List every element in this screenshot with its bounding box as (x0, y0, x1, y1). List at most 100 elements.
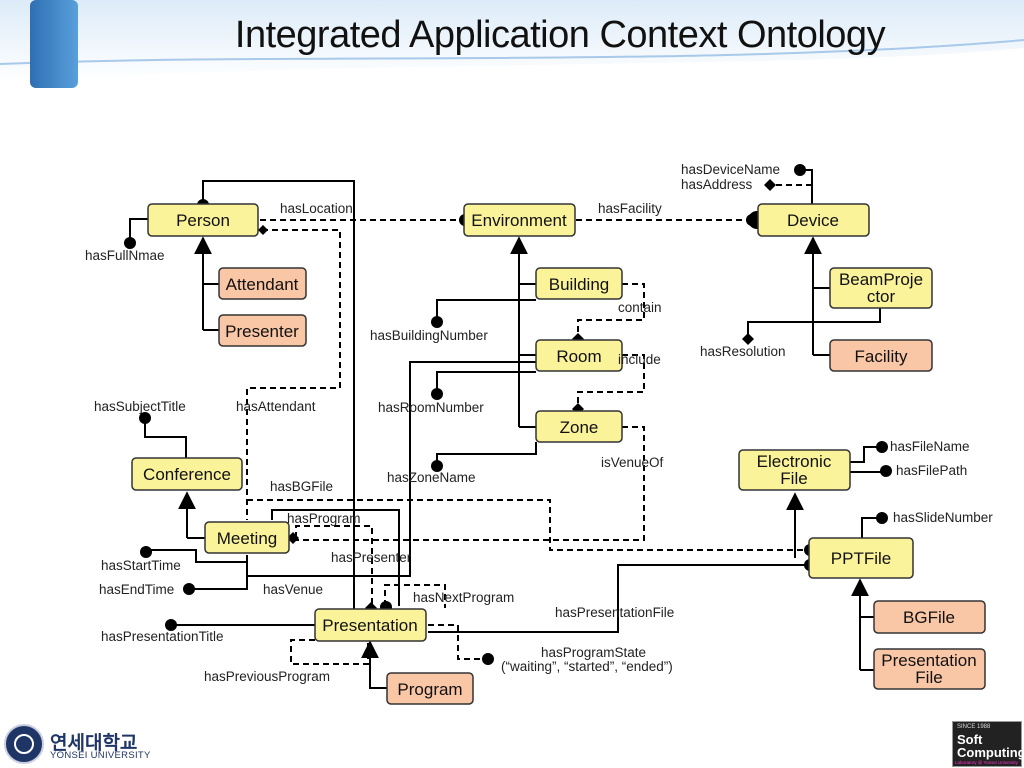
node-electronicfile (738, 449, 851, 491)
diamond-hasaddress (764, 179, 776, 191)
node-meeting (204, 521, 290, 554)
edge-include (577, 354, 645, 410)
node-program (386, 672, 474, 705)
rel-contain: contain (618, 300, 662, 315)
edge-haszonename (436, 442, 537, 464)
soft-computing-lab-logo: SINCE 1988 Soft Computing Laboratory @ Y… (952, 721, 1024, 767)
rel-hasstarttime: hasStartTime (101, 558, 181, 573)
rel-hasfullnmae: hasFullNmae (85, 248, 165, 263)
node-bgfile (873, 600, 986, 634)
edge-hasbuildingnumber (436, 299, 536, 320)
rel-hasprogram: hasProgram (287, 511, 361, 526)
edge-hasroomnumber (436, 371, 536, 392)
lab-line1: Soft (957, 732, 983, 747)
rel-hasdevicename: hasDeviceName (681, 162, 780, 177)
dot-haszonename (431, 460, 443, 472)
node-facility-label: Facility (855, 347, 908, 366)
edge-haspresenter (271, 509, 400, 606)
rel-isvenueof: isVenueOf (601, 455, 664, 470)
node-presentation-label: Presentation (322, 616, 417, 635)
node-environment-label: Environment (471, 211, 567, 230)
node-presenter-label: Presenter (225, 322, 299, 341)
node-attendant-label: Attendant (226, 275, 299, 294)
node-labels: Person Attendant Presenter Environment B… (143, 211, 977, 699)
dot-hasslidenumber (876, 512, 888, 524)
dot-hasfilepath (880, 465, 892, 477)
edge-person-presentation (202, 180, 355, 610)
edge-hasnextprogram (384, 584, 446, 608)
edge-hasprogram (295, 525, 373, 608)
dot-hasstarttime (140, 546, 152, 558)
node-person (147, 203, 259, 237)
rel-haspresenter: hasPresenter (331, 550, 412, 565)
node-person-label: Person (176, 211, 230, 230)
dot-hasprogramstate (482, 653, 494, 665)
node-presentationfile (873, 648, 986, 690)
rel-include: include (618, 352, 661, 367)
node-room (535, 339, 623, 372)
node-attendant (218, 267, 307, 300)
node-presenter (218, 314, 307, 347)
node-environment (463, 203, 576, 237)
edge-haspreviousprogram (290, 639, 369, 665)
edges (129, 169, 886, 689)
rel-haslocation: hasLocation (280, 201, 353, 216)
rel-haspresentationtitle: hasPresentationTitle (101, 629, 224, 644)
diamond-hasresolution (742, 333, 754, 345)
edge-hasendtime (190, 562, 248, 590)
lab-since: SINCE 1988 (957, 724, 991, 730)
rel-hasfilepath: hasFilePath (896, 463, 967, 478)
rel-hasbgfile: hasBGFile (270, 479, 333, 494)
node-building-label: Building (549, 275, 610, 294)
relation-labels: hasLocation hasFacility hasDeviceName ha… (85, 162, 993, 684)
rel-hasnextprogram: hasNextProgram (413, 590, 514, 605)
page-title: Integrated Application Context Ontology (234, 14, 886, 56)
rel-haspreviousprogram: hasPreviousProgram (204, 669, 330, 684)
edge-haspresentationfile (428, 564, 808, 633)
edge-hassubjecttitle (144, 420, 187, 458)
node-zone-label: Zone (560, 418, 599, 437)
rel-hasbuildingnumber: hasBuildingNumber (370, 328, 488, 343)
lab-line2: Computing (957, 745, 1024, 760)
dot-hasbuildingnumber (431, 316, 443, 328)
node-pptfile (808, 537, 914, 579)
edge-program-presentation (361, 640, 387, 689)
edge-meeting-conference (187, 493, 205, 539)
dot-haspresentationtitle (165, 619, 177, 631)
rel-hassubjecttitle: hasSubjectTitle (94, 399, 186, 414)
dot-hasfilename (876, 441, 888, 453)
university-name-kr: 연세대학교 (50, 732, 138, 754)
node-facility (829, 339, 933, 372)
dot-hasendtime (183, 583, 195, 595)
edge-hasresolution (747, 307, 881, 338)
nodes (131, 203, 986, 705)
edge-hasvenue (247, 361, 536, 577)
node-meeting-label: Meeting (217, 529, 277, 548)
rel-haspresentationfile: hasPresentationFile (555, 605, 674, 620)
rel-haszonename: hasZoneName (387, 470, 476, 485)
edge-hasattendant (246, 229, 341, 520)
node-room-label: Room (556, 347, 601, 366)
edge-contain (577, 283, 645, 340)
rel-hasfacility: hasFacility (598, 201, 662, 216)
rel-hasslidenumber: hasSlideNumber (893, 510, 993, 525)
diamond-person (258, 225, 268, 235)
header-band (0, 0, 1024, 88)
node-building (535, 267, 623, 300)
dot-hassubjecttitle (139, 412, 151, 424)
node-program-label: Program (397, 680, 462, 699)
node-beamprojector (829, 267, 933, 309)
diamond-meeting (287, 532, 299, 544)
node-conference-label: Conference (143, 465, 231, 484)
university-name-en: YONSEI UNIVERSITY (50, 750, 151, 761)
edge-hasbgfile (247, 499, 808, 551)
dot-hasdevicename (794, 164, 806, 176)
dot-hasroomnumber (431, 388, 443, 400)
node-device (757, 203, 870, 237)
rel-hasvenue: hasVenue (263, 582, 323, 597)
rel-programstate-values: (“waiting”, “started”, “ended”) (501, 659, 673, 674)
rel-hasattendant: hasAttendant (236, 399, 316, 414)
